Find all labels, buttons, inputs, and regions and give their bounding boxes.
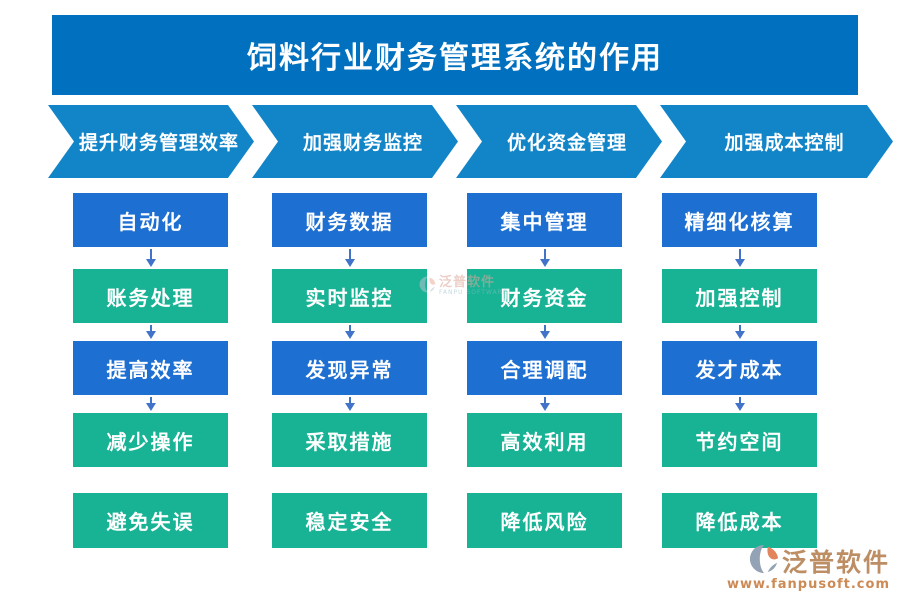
step-box-3-2: 财务资金 [467, 269, 622, 323]
fanpu-logo-icon [749, 544, 779, 578]
title-banner: 饲料行业财务管理系统的作用 [52, 15, 858, 95]
flow-arrow-connector [734, 325, 745, 339]
step-box-4-1: 精细化核算 [662, 193, 817, 247]
step-box-1-2: 账务处理 [73, 269, 228, 323]
flow-arrow-connector [539, 249, 550, 267]
step-box-3-5: 降低风险 [467, 493, 622, 548]
flow-arrow-connector [734, 249, 745, 267]
step-box-2-2: 实时监控 [272, 269, 427, 323]
step-box-2-1: 财务数据 [272, 193, 427, 247]
step-box-3-1: 集中管理 [467, 193, 622, 247]
flow-arrow-connector [145, 249, 156, 267]
flow-arrow-connector [145, 325, 156, 339]
flow-arrow-connector [344, 249, 355, 267]
step-box-4-2: 加强控制 [662, 269, 817, 323]
footer-logo: 泛普软件 www.fanpusoft.com [727, 543, 890, 592]
step-box-1-3: 提高效率 [73, 341, 228, 395]
process-arrow-3: 优化资金管理 [456, 105, 662, 178]
flow-arrow-connector [344, 397, 355, 411]
process-arrow-1: 提升财务管理效率 [48, 105, 254, 178]
process-arrow-4: 加强成本控制 [660, 105, 893, 178]
footer-brand-text: 泛普软件 [781, 548, 890, 577]
footer-url-text[interactable]: www.fanpusoft.com [726, 577, 890, 592]
flow-arrow-connector [344, 325, 355, 339]
step-box-1-1: 自动化 [73, 193, 228, 247]
step-box-2-4: 采取措施 [272, 413, 427, 467]
step-box-3-4: 高效利用 [467, 413, 622, 467]
page-title: 饲料行业财务管理系统的作用 [247, 41, 663, 76]
step-box-2-5: 稳定安全 [272, 493, 427, 548]
step-box-4-4: 节约空间 [662, 413, 817, 467]
step-box-4-5: 降低成本 [662, 493, 817, 548]
step-box-3-3: 合理调配 [467, 341, 622, 395]
flow-arrow-connector [539, 397, 550, 411]
step-box-1-5: 避免失误 [73, 493, 228, 548]
process-arrow-2: 加强财务监控 [252, 105, 458, 178]
flow-arrow-connector [145, 397, 156, 411]
flow-arrow-connector [734, 397, 745, 411]
step-box-1-4: 减少操作 [73, 413, 228, 467]
step-box-4-3: 发才成本 [662, 341, 817, 395]
flow-arrow-connector [539, 325, 550, 339]
step-box-2-3: 发现异常 [272, 341, 427, 395]
